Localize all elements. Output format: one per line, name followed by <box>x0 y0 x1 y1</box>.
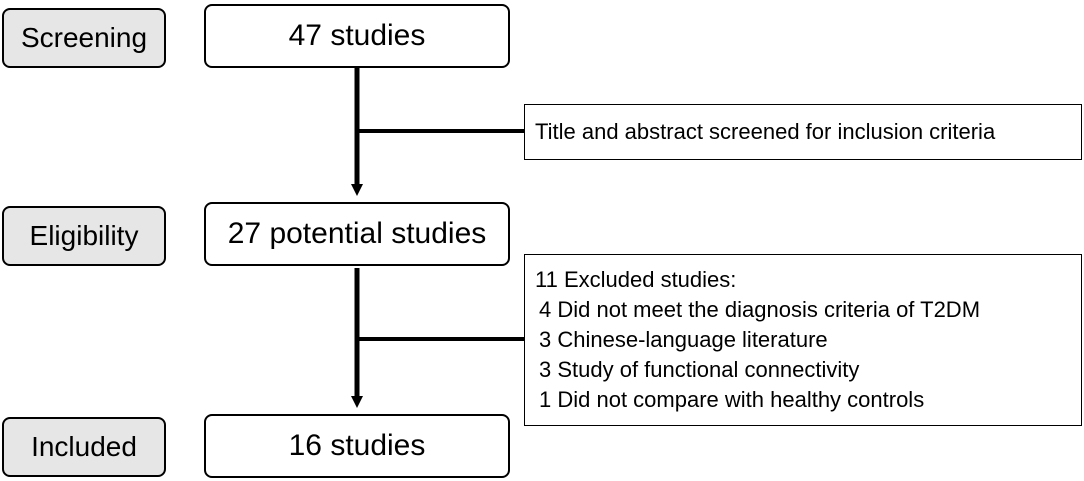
exclusions-heading: 11 Excluded studies: <box>535 267 737 292</box>
stage-label-text: Screening <box>20 22 148 53</box>
count-box-eligibility: 27 potential studies <box>204 202 510 266</box>
stage-label-included: Included <box>2 417 166 477</box>
count-text: 27 potential studies <box>227 217 487 250</box>
count-box-screening: 47 studies <box>204 4 510 68</box>
stage-label-text: Included <box>31 431 137 462</box>
screening-note-box: Title and abstract screened for inclusio… <box>524 104 1082 160</box>
exclusions-box: 11 Excluded studies: 4 Did not meet the … <box>524 254 1082 426</box>
count-text: 47 studies <box>288 19 426 52</box>
screening-note-text: Title and abstract screened for inclusio… <box>535 119 996 144</box>
count-box-included: 16 studies <box>204 414 510 478</box>
exclusion-item: 3 Study of functional connectivity <box>539 357 860 382</box>
exclusion-item: 3 Chinese-language literature <box>539 327 828 352</box>
stage-label-screening: Screening <box>2 8 166 68</box>
stage-label-text: Eligibility <box>29 220 139 251</box>
exclusion-item: 1 Did not compare with healthy controls <box>539 387 925 412</box>
stage-label-eligibility: Eligibility <box>2 206 166 266</box>
exclusions-list: 4 Did not meet the diagnosis criteria of… <box>535 295 1081 415</box>
exclusion-item: 4 Did not meet the diagnosis criteria of… <box>539 297 981 322</box>
count-text: 16 studies <box>288 429 426 462</box>
